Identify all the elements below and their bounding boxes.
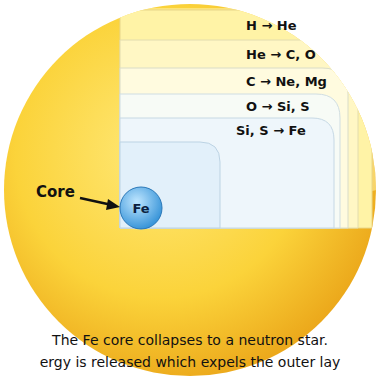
- shell-reaction: Si, S → Fe: [236, 123, 306, 138]
- cutaway-shells: [120, 8, 378, 230]
- caption-line: ergy is released which expels the outer …: [40, 354, 341, 370]
- caption-line: The Fe core collapses to a neutron star.: [52, 332, 328, 348]
- shell-reaction: O → Si, S: [246, 99, 310, 114]
- shell-reaction: C → Ne, Mg: [246, 74, 327, 89]
- shell-reaction: H → He: [246, 18, 297, 33]
- iron-core: [120, 187, 162, 229]
- core-label: Core: [36, 183, 75, 201]
- core-element: Fe: [132, 201, 149, 216]
- shell-reaction: He → C, O: [246, 47, 316, 62]
- core-leader-head: [106, 199, 120, 210]
- star-sphere: [4, 4, 376, 376]
